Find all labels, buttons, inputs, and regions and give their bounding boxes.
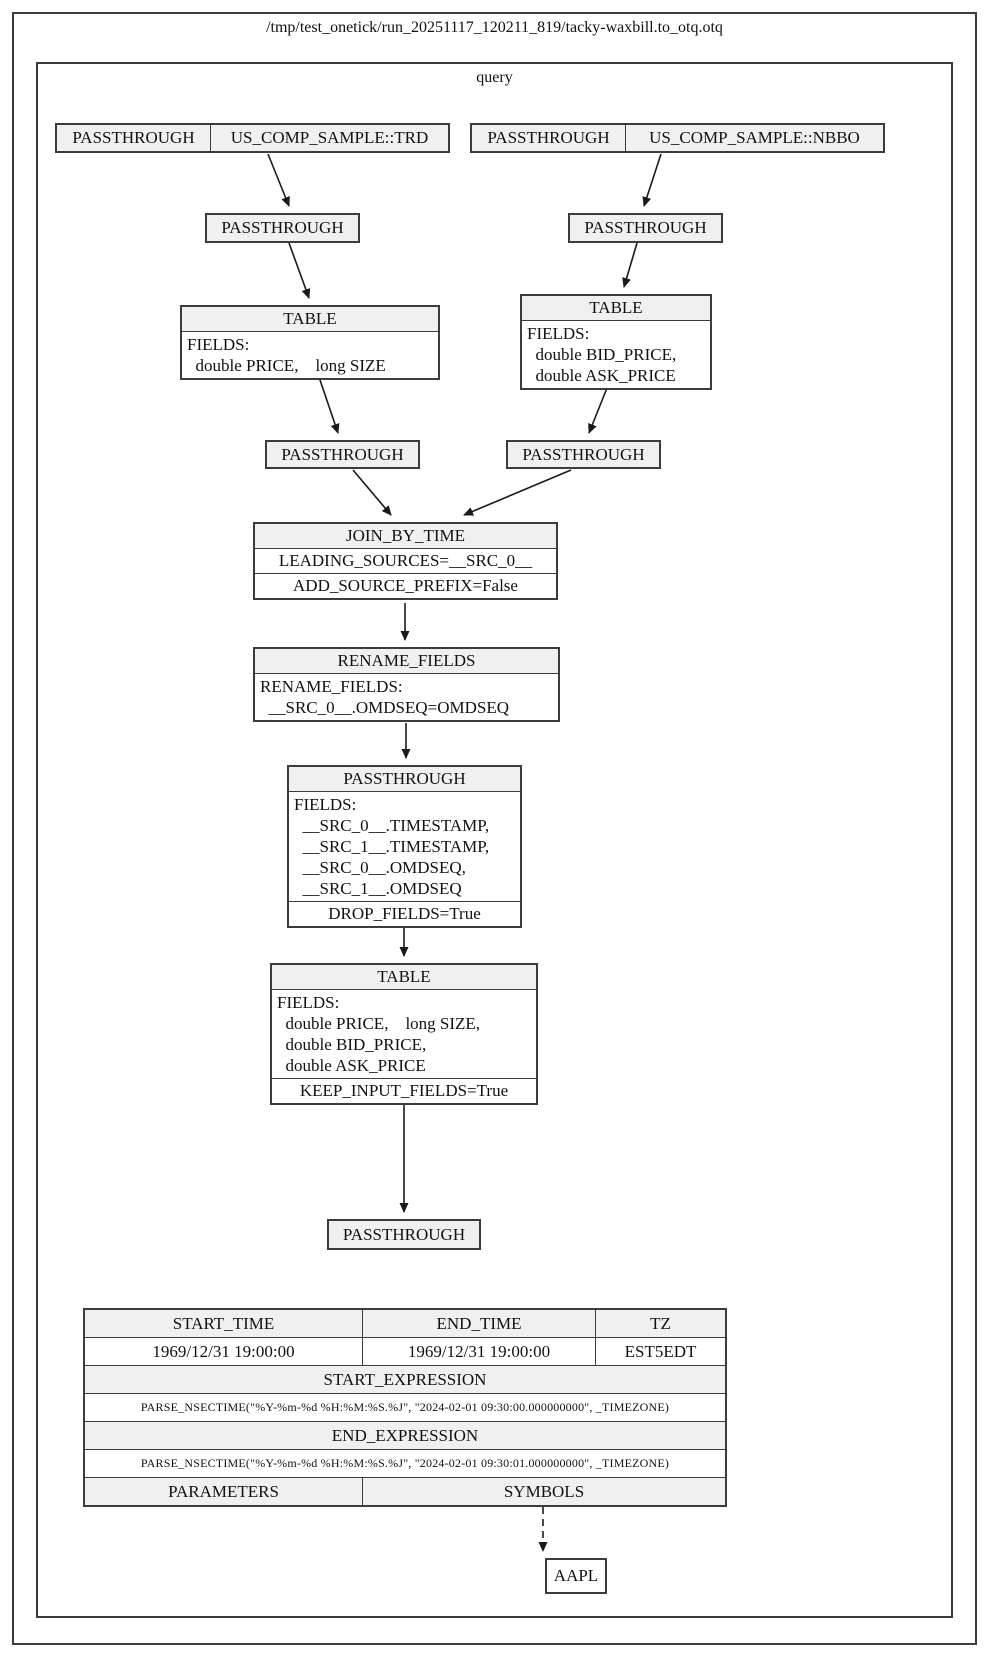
start-expression-value: PARSE_NSECTIME("%Y-%m-%d %H:%M:%S.%J", "… (140, 1400, 670, 1414)
cluster-query-frame (36, 62, 953, 1618)
tz-header: TZ (595, 1310, 725, 1337)
node-table-final: TABLE FIELDS: double PRICE, long SIZE, d… (270, 963, 538, 1105)
symbols-header: SYMBOLS (362, 1478, 725, 1505)
node-passthrough-nbbo-2: PASSTHROUGH (506, 440, 661, 469)
edge-table-trd-to-pt2 (318, 376, 340, 434)
end-expression-header: END_EXPRESSION (85, 1422, 725, 1449)
end-expression-value-row: PARSE_NSECTIME("%Y-%m-%d %H:%M:%S.%J", "… (85, 1449, 725, 1477)
tz-value: EST5EDT (595, 1338, 725, 1365)
end-expression-header-row: END_EXPRESSION (85, 1421, 725, 1449)
node-passthrough-drop-fields: FIELDS: __SRC_0__.TIMESTAMP, __SRC_1__.T… (289, 791, 520, 901)
node-passthrough-drop-flag: DROP_FIELDS=True (289, 901, 520, 926)
start-time-value: 1969/12/31 19:00:00 (152, 1341, 295, 1361)
node-table-nbbo-title: TABLE (522, 296, 710, 320)
edge-pt1-to-table-nbbo (622, 242, 638, 288)
node-table-final-fields: FIELDS: double PRICE, long SIZE, double … (272, 989, 536, 1078)
parameters-symbols-row: PARAMETERS SYMBOLS (85, 1477, 725, 1505)
node-table-final-title: TABLE (272, 965, 536, 989)
end-time-header: END_TIME (362, 1310, 595, 1337)
node-source-trd: PASSTHROUGH US_COMP_SAMPLE::TRD (55, 123, 450, 153)
node-source-trd-db: US_COMP_SAMPLE::TRD (210, 125, 448, 151)
node-join-by-time-add-source-prefix: ADD_SOURCE_PREFIX=False (255, 573, 556, 598)
start-time-header: START_TIME (85, 1310, 362, 1337)
outer-frame (12, 12, 977, 1645)
node-rename-fields-body: RENAME_FIELDS: __SRC_0__.OMDSEQ=OMDSEQ (255, 673, 558, 720)
node-table-nbbo: TABLE FIELDS: double BID_PRICE, double A… (520, 294, 712, 390)
end-expression-value: PARSE_NSECTIME("%Y-%m-%d %H:%M:%S.%J", "… (140, 1456, 670, 1470)
start-expression-header: START_EXPRESSION (85, 1366, 725, 1393)
node-passthrough-drop: PASSTHROUGH FIELDS: __SRC_0__.TIMESTAMP,… (287, 765, 522, 928)
node-passthrough-final: PASSTHROUGH (327, 1219, 481, 1250)
node-rename-fields: RENAME_FIELDS RENAME_FIELDS: __SRC_0__.O… (253, 647, 560, 722)
edge-pt2-to-join-right (463, 469, 572, 516)
edge-pt1-to-table-trd (288, 242, 311, 299)
parameters-header: PARAMETERS (85, 1478, 362, 1505)
query-info-header-row: START_TIME END_TIME TZ (85, 1310, 725, 1337)
node-passthrough-trd-1: PASSTHROUGH (205, 213, 360, 243)
edge-pt2-to-join-left (352, 469, 392, 516)
node-symbol-aapl: AAPL (545, 1558, 607, 1594)
node-source-nbbo-db: US_COMP_SAMPLE::NBBO (625, 125, 883, 151)
start-expression-value-row: PARSE_NSECTIME("%Y-%m-%d %H:%M:%S.%J", "… (85, 1393, 725, 1421)
node-passthrough-nbbo-1: PASSTHROUGH (568, 213, 723, 243)
graph-title: /tmp/test_onetick/run_20251117_120211_81… (266, 19, 723, 36)
node-table-trd-fields: FIELDS: double PRICE, long SIZE (182, 331, 438, 378)
node-passthrough-drop-title: PASSTHROUGH (289, 767, 520, 791)
node-table-final-keep-flag: KEEP_INPUT_FIELDS=True (272, 1078, 536, 1103)
edge-table-nbbo-to-pt2 (588, 387, 608, 434)
node-source-nbbo-ep: PASSTHROUGH (487, 128, 610, 147)
node-table-nbbo-fields: FIELDS: double BID_PRICE, double ASK_PRI… (522, 320, 710, 388)
node-source-trd-ep: PASSTHROUGH (72, 128, 195, 147)
node-join-by-time-title: JOIN_BY_TIME (255, 524, 556, 548)
node-table-trd: TABLE FIELDS: double PRICE, long SIZE (180, 305, 440, 380)
node-source-nbbo: PASSTHROUGH US_COMP_SAMPLE::NBBO (470, 123, 885, 153)
cluster-query-label: query (476, 69, 513, 86)
node-join-by-time-leading-sources: LEADING_SOURCES=__SRC_0__ (255, 548, 556, 573)
query-info-table: START_TIME END_TIME TZ 1969/12/31 19:00:… (83, 1308, 727, 1507)
node-passthrough-trd-2: PASSTHROUGH (265, 440, 420, 469)
edge-srctrd-to-pt1 (267, 153, 290, 207)
node-rename-fields-title: RENAME_FIELDS (255, 649, 558, 673)
end-time-value: 1969/12/31 19:00:00 (362, 1338, 595, 1365)
node-join-by-time: JOIN_BY_TIME LEADING_SOURCES=__SRC_0__ A… (253, 522, 558, 600)
query-info-values-row: 1969/12/31 19:00:00 1969/12/31 19:00:00 … (85, 1337, 725, 1365)
node-table-trd-title: TABLE (182, 307, 438, 331)
start-expression-header-row: START_EXPRESSION (85, 1365, 725, 1393)
edge-srcnbbo-to-pt1 (642, 153, 662, 207)
